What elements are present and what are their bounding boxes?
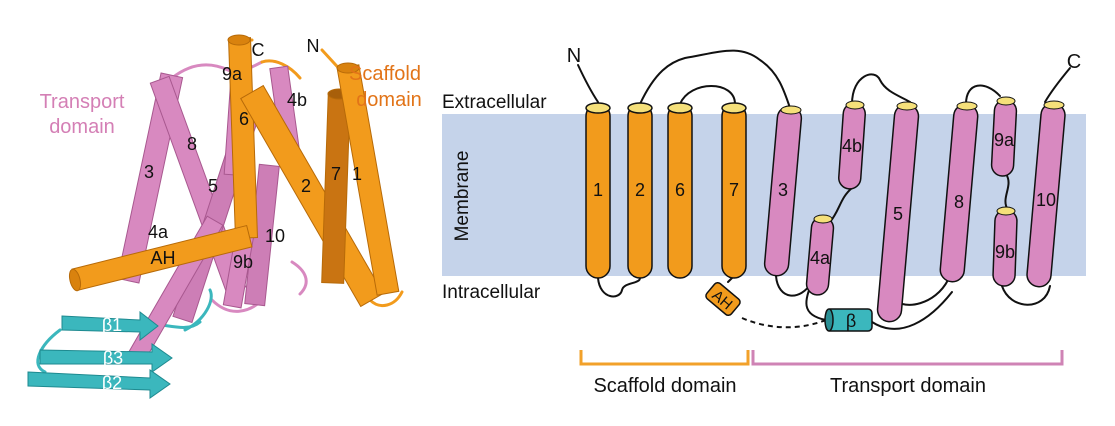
loop-8-9a — [965, 84, 1001, 105]
topology-helix-ah — [705, 281, 741, 317]
structure-label-1: 1 — [352, 164, 362, 184]
structure-label-beta3: β3 — [103, 348, 123, 368]
loop-2-3 — [639, 49, 791, 109]
structure-label-8: 8 — [187, 134, 197, 154]
topology-label-beta: β — [846, 311, 856, 331]
topology-label-4b: 4b — [842, 136, 862, 156]
structure-panel: 9a 4b 6 8 3 5 2 7 1 4a 10 AH 9b N C β1 β… — [27, 34, 422, 399]
structure-label-beta2: β2 — [102, 373, 122, 393]
structure-label-4b: 4b — [287, 90, 307, 110]
structure-strand-b3 — [39, 343, 173, 373]
structure-label-10: 10 — [265, 226, 285, 246]
topology-label-6: 6 — [675, 180, 685, 200]
topology-label-9a: 9a — [994, 130, 1015, 150]
loop-9b-10 — [1001, 285, 1051, 306]
structure-beta-domain — [27, 310, 173, 399]
topology-label-4a: 4a — [810, 248, 831, 268]
structure-label-beta1: β1 — [102, 315, 122, 335]
structure-label-7: 7 — [331, 164, 341, 184]
n-terminal-tail — [577, 64, 599, 103]
membrane-band — [442, 114, 1086, 276]
transport-domain-label-line1: Transport — [40, 91, 125, 113]
structure-label-2: 2 — [301, 176, 311, 196]
structure-label-n: N — [307, 36, 320, 56]
topology-label-1: 1 — [593, 180, 603, 200]
transport-bracket-label: Transport domain — [830, 375, 986, 397]
transport-bracket — [751, 350, 1064, 366]
topology-label-n: N — [567, 45, 581, 67]
structure-label-4a: 4a — [148, 222, 169, 242]
structure-label-6: 6 — [239, 109, 249, 129]
topology-label-2: 2 — [635, 180, 645, 200]
scaffold-domain-label-line2: domain — [356, 89, 422, 111]
topology-label-9b: 9b — [995, 242, 1015, 262]
c-terminal-tail — [1044, 67, 1071, 103]
topology-label-10: 10 — [1036, 190, 1056, 210]
topology-label-8: 8 — [954, 192, 964, 212]
structure-strand-b1 — [61, 310, 159, 342]
structure-label-5: 5 — [208, 176, 218, 196]
topology-label-c: C — [1067, 51, 1081, 73]
structure-strand-b2 — [27, 369, 171, 399]
topology-panel: Extracellular Intracellular Membrane — [442, 45, 1086, 397]
topology-beta — [824, 308, 873, 332]
structure-label-3: 3 — [144, 162, 154, 182]
scaffold-bracket-label: Scaffold domain — [593, 375, 736, 397]
structure-label-9b: 9b — [233, 252, 253, 272]
scaffold-bracket — [579, 350, 750, 366]
structure-label-9a: 9a — [222, 64, 243, 84]
structure-helix-2 — [240, 84, 384, 308]
transport-domain-label-line2: domain — [49, 116, 115, 138]
intracellular-label: Intracellular — [442, 282, 541, 303]
loop-1-2 — [597, 277, 641, 298]
structure-label-c: C — [252, 40, 265, 60]
loop-4b-5 — [851, 73, 911, 105]
loop-beta-to-transport — [871, 291, 953, 330]
topology-label-3: 3 — [778, 180, 788, 200]
structure-label-ah: AH — [150, 248, 175, 268]
loop-2-6-over — [679, 85, 736, 105]
disordered-linker — [741, 317, 827, 329]
topology-label-5: 5 — [893, 204, 903, 224]
extracellular-label: Extracellular — [442, 92, 547, 113]
membrane-label: Membrane — [452, 151, 473, 242]
topology-label-7: 7 — [729, 180, 739, 200]
scaffold-domain-label-line1: Scaffold — [349, 63, 421, 85]
